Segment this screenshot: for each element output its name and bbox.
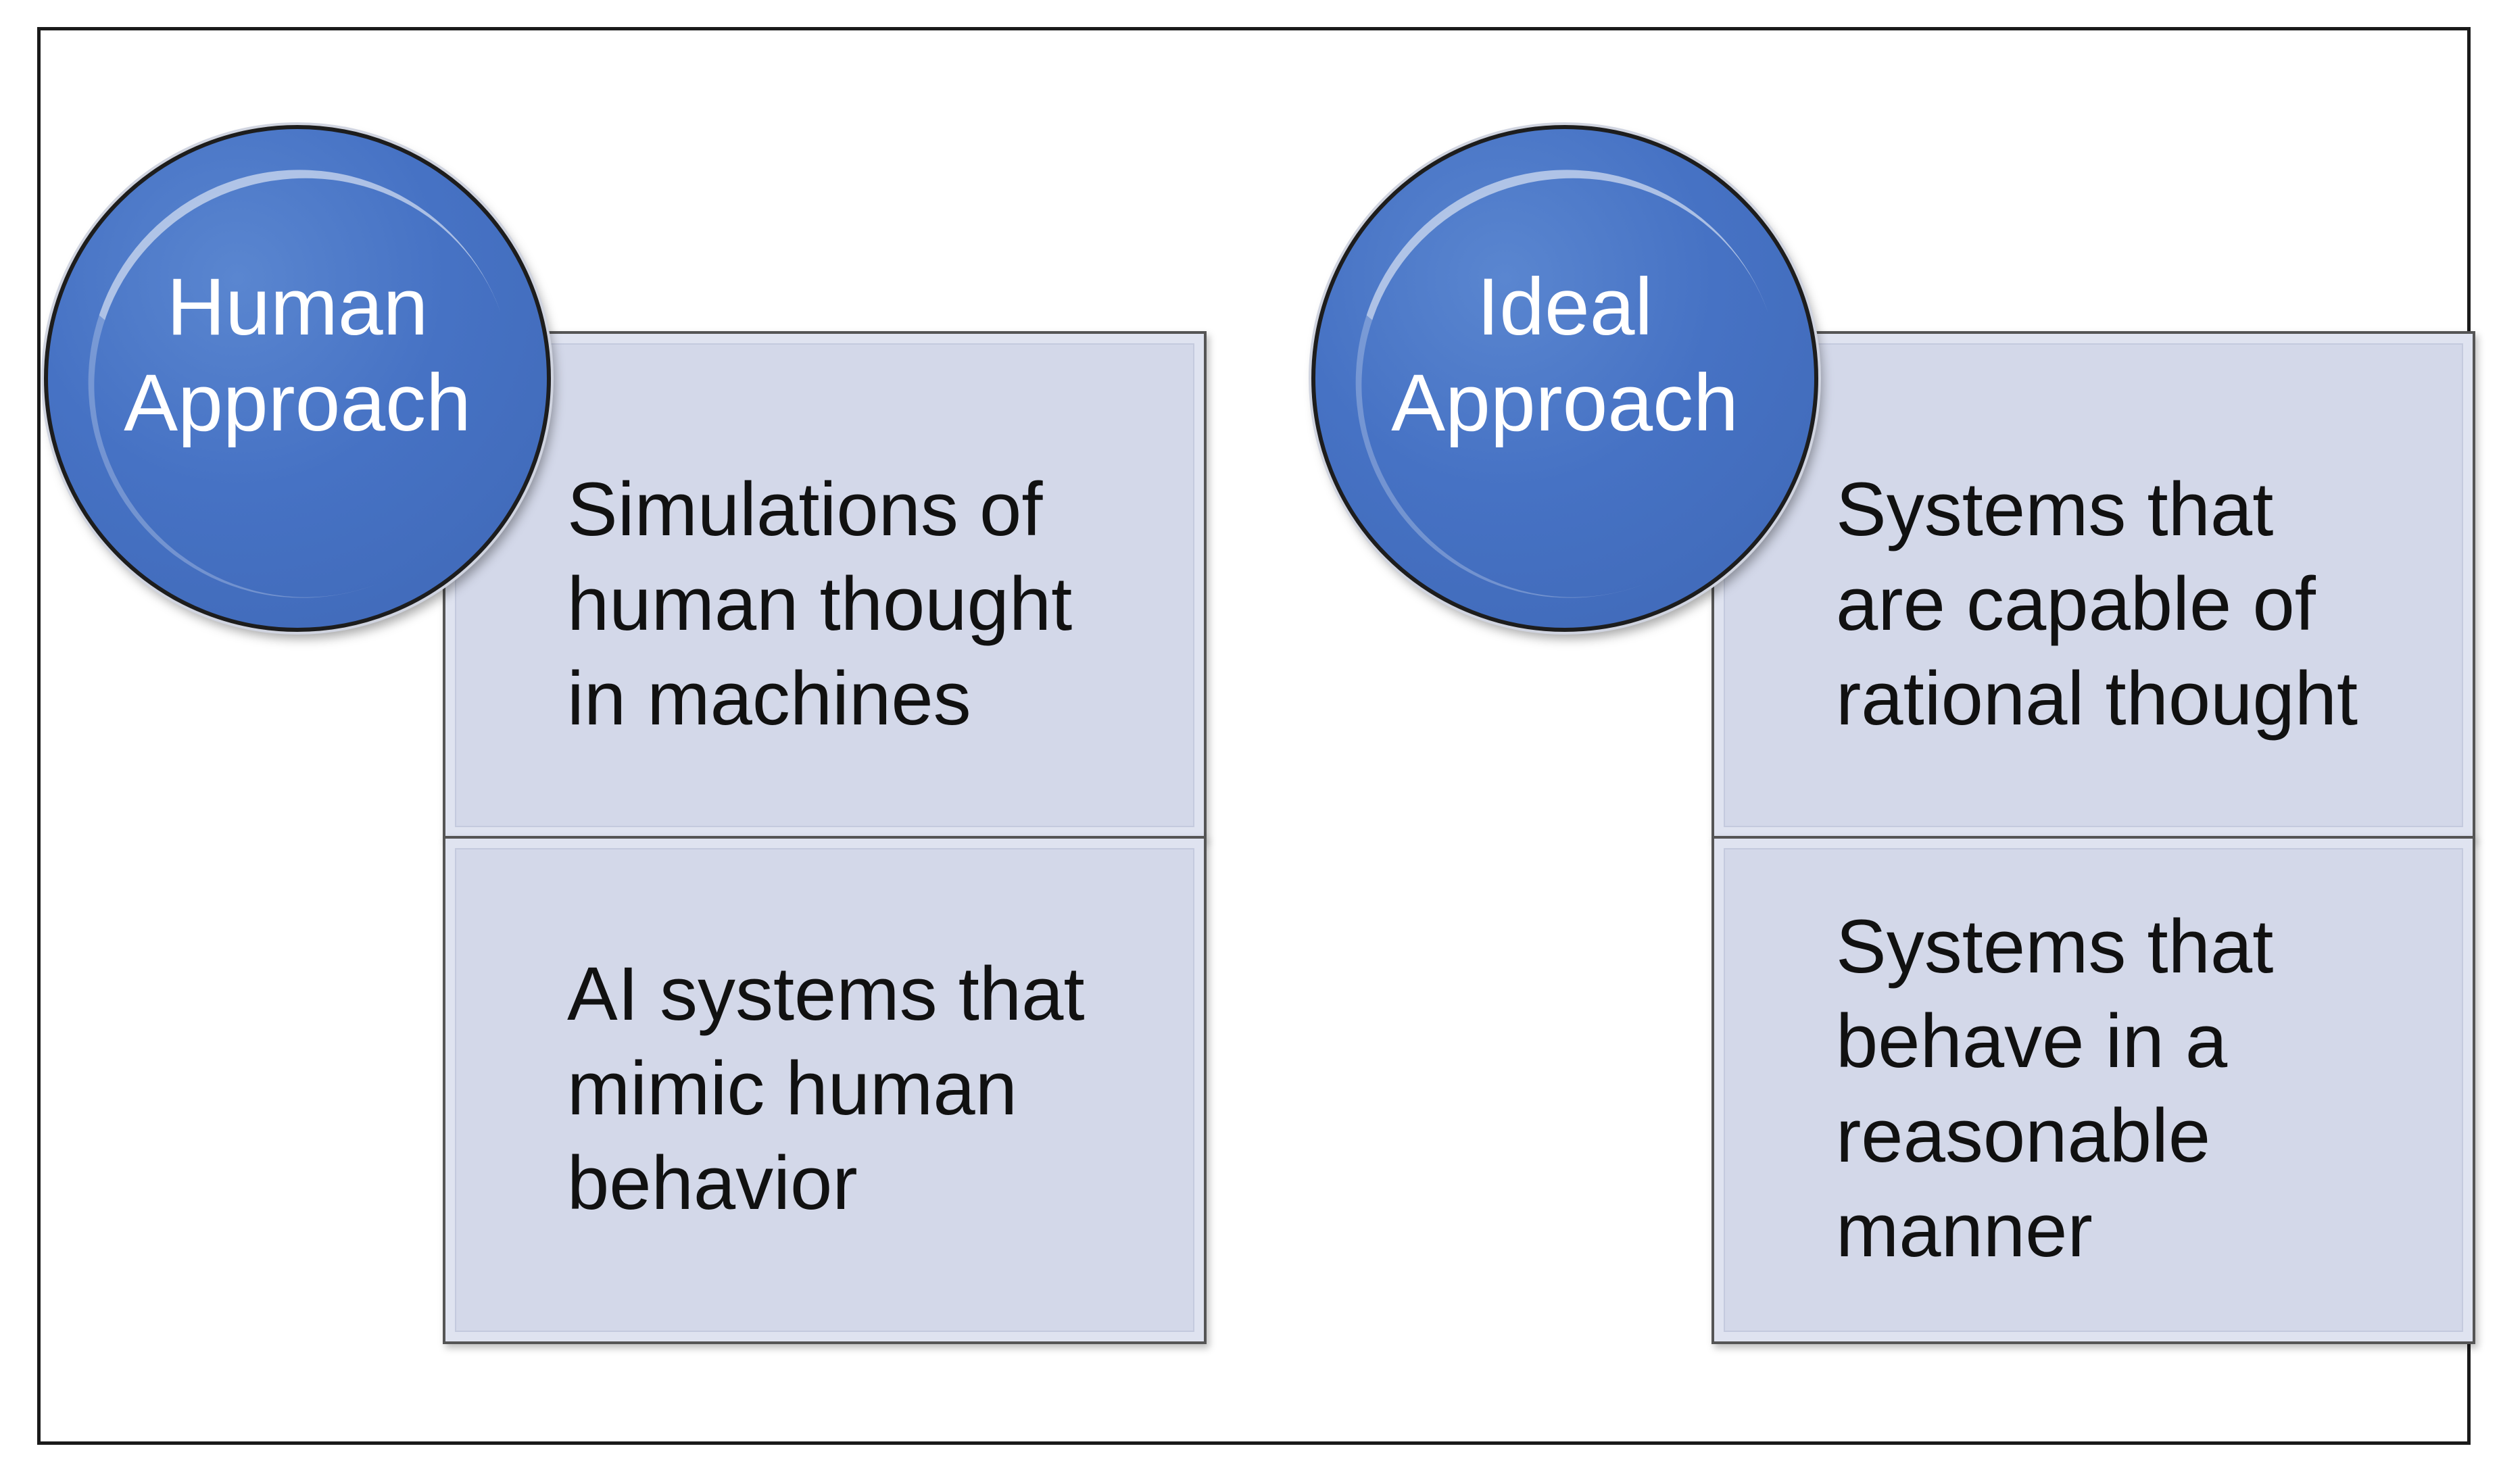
- diagram-frame: Simulations of human thought in machines…: [37, 27, 2475, 1445]
- human-behavior-text: AI systems that mimic human behavior: [567, 951, 1085, 1225]
- rational-thought-box: Systems that are capable of rational tho…: [1711, 331, 2475, 839]
- reasonable-behavior-box: Systems that behave in a reasonable mann…: [1711, 836, 2475, 1344]
- human-behavior-box: AI systems that mimic human behavior: [443, 836, 1207, 1344]
- ideal-approach-group: Systems that are capable of rational tho…: [41, 30, 2475, 1441]
- human-approach-label: Human Approach: [124, 262, 471, 448]
- human-approach-group: Simulations of human thought in machines…: [41, 30, 2467, 1441]
- rational-thought-text: Systems that are capable of rational tho…: [1836, 467, 2358, 741]
- human-thought-box: Simulations of human thought in machines: [443, 331, 1207, 839]
- reasonable-behavior-text: Systems that behave in a reasonable mann…: [1836, 904, 2274, 1272]
- human-approach-circle: Human Approach: [44, 125, 551, 632]
- human-thought-text: Simulations of human thought in machines: [567, 467, 1073, 741]
- ideal-approach-label: Ideal Approach: [1391, 262, 1739, 448]
- ideal-approach-circle: Ideal Approach: [1311, 125, 1818, 632]
